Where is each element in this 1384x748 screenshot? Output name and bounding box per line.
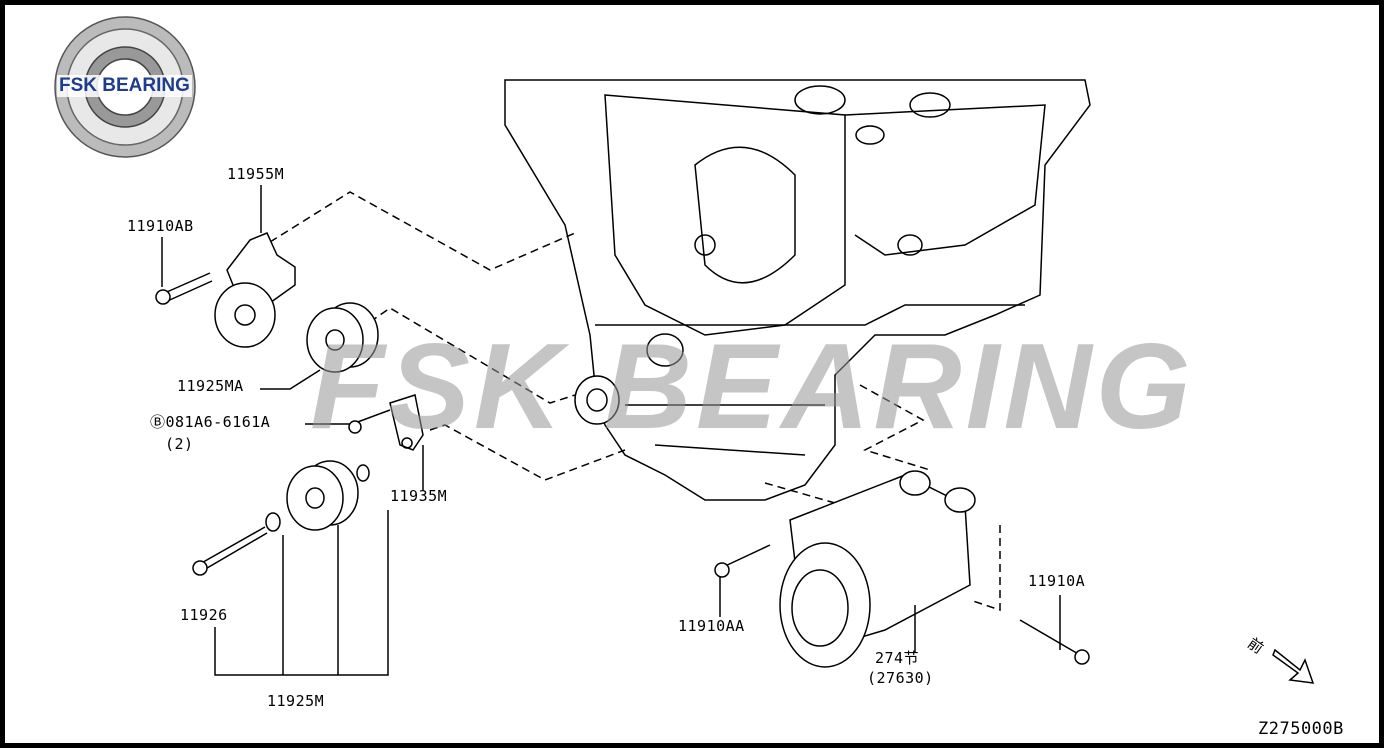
idler-pulley-11925ma: [306, 302, 379, 373]
part-label-bolt-code: Ⓑ081A6-6161A: [150, 413, 271, 431]
bracket-11935m: [348, 394, 424, 482]
part-label-11925ma: 11925MA: [177, 377, 244, 395]
part-label-11925m: 11925M: [267, 692, 325, 710]
part-label-11910ab: 11910AB: [127, 217, 194, 235]
part-label-bolt-qty: (2): [165, 435, 194, 453]
ac-compressor: [714, 470, 1090, 668]
idler-pulley-11925m: [192, 460, 359, 576]
part-label-274: 274节: [875, 649, 920, 667]
part-label-11910aa: 11910AA: [678, 617, 745, 635]
part-label-11910a: 11910A: [1028, 572, 1086, 590]
part-label-11935m: 11935M: [390, 487, 448, 505]
front-arrow-icon: [1272, 648, 1315, 684]
tensioner-11955m: [155, 232, 296, 348]
part-label-27630: (27630): [867, 669, 934, 687]
brand-logo: FSK BEARING: [57, 75, 192, 97]
part-label-11926: 11926: [180, 606, 228, 624]
part-label-11955m: 11955M: [227, 165, 285, 183]
label-leaders: [161, 185, 1061, 676]
engine-block: [504, 79, 1091, 501]
dashed-leaders: [269, 191, 1001, 612]
diagram-id: Z275000B: [1258, 719, 1344, 739]
watermark: FSK BEARING: [310, 318, 1195, 454]
diagram-drawing: [54, 16, 1315, 684]
